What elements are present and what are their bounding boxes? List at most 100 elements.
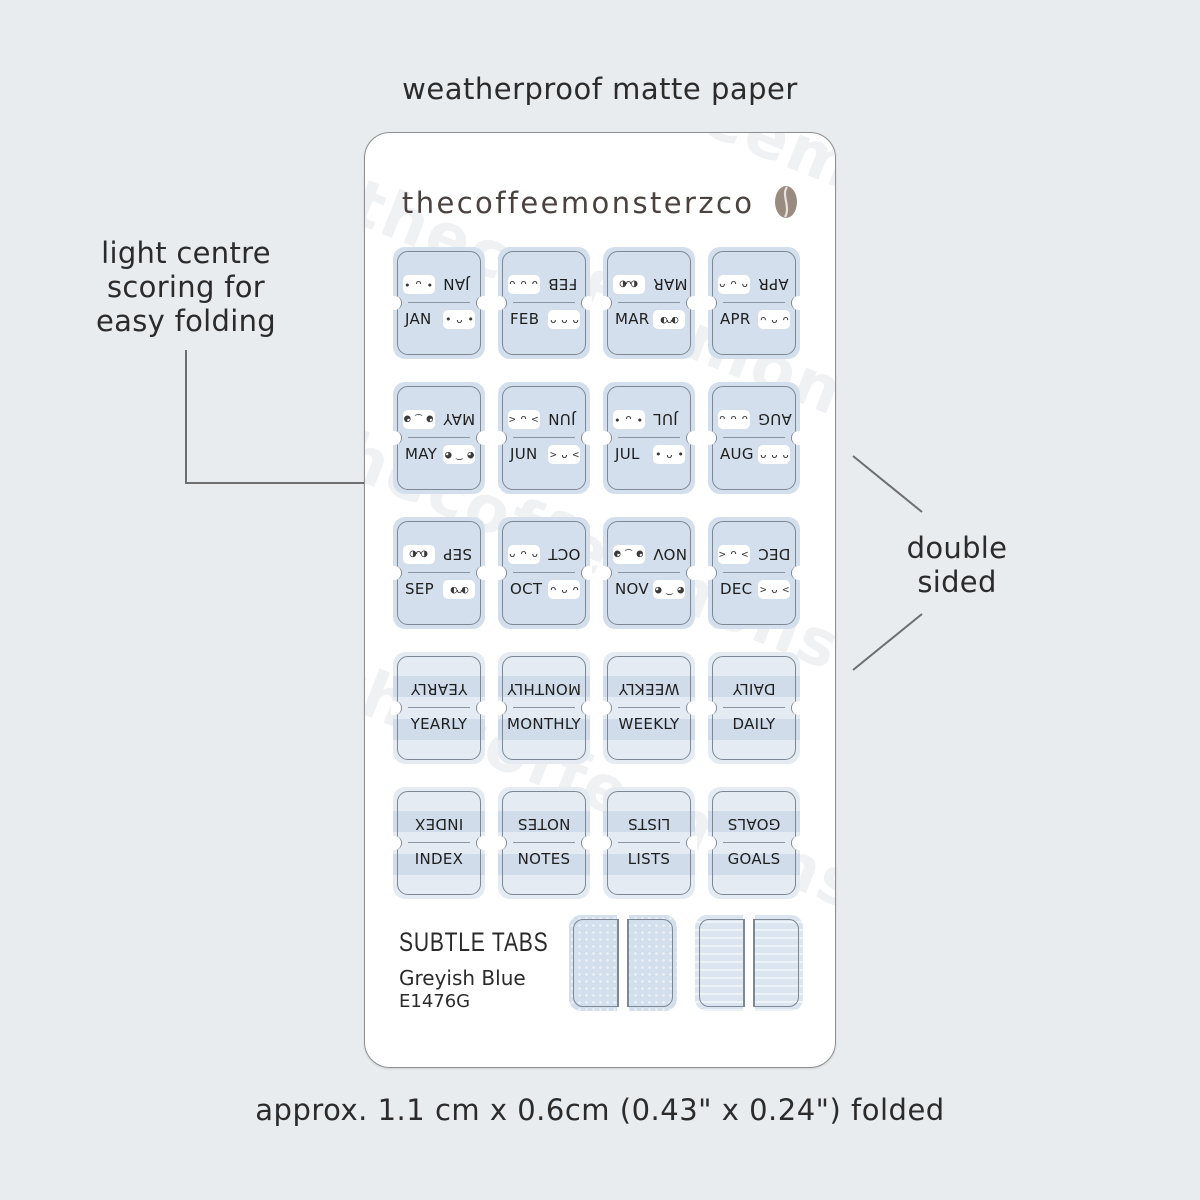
tab-outline bbox=[607, 521, 691, 625]
tab-label: WEEKLY bbox=[618, 715, 680, 733]
fold-line bbox=[618, 437, 680, 438]
tab-label: OCT bbox=[510, 580, 543, 598]
brand-logo: thecoffeemonsterzco bbox=[365, 185, 835, 220]
word-tab[interactable]: INDEX INDEX bbox=[391, 787, 487, 899]
tab-label: MONTHLY bbox=[506, 715, 582, 733]
tab-label-back: DAILY bbox=[732, 680, 776, 698]
tab-label: JAN bbox=[405, 310, 432, 328]
tab-outline bbox=[607, 251, 691, 355]
tab-label: JUL bbox=[615, 445, 640, 463]
tab-outline bbox=[607, 656, 691, 760]
tab-label-back: JUN bbox=[548, 410, 576, 428]
kawaii-face: ◐ᴗ◐ bbox=[613, 275, 645, 294]
fold-gap bbox=[743, 915, 755, 1011]
word-tab[interactable]: YEARLY YEARLY bbox=[391, 652, 487, 764]
notch bbox=[391, 431, 402, 445]
notch bbox=[686, 701, 697, 715]
tab-band bbox=[603, 854, 695, 875]
tab-label-back: GOALS bbox=[727, 815, 781, 833]
sticker-sheet: thecoffeemonsterzco thecoffeemonsterzco … bbox=[364, 132, 836, 1068]
fold-line bbox=[723, 707, 785, 708]
tab-label: NOV bbox=[615, 580, 649, 598]
product-code: E1476G bbox=[399, 991, 471, 1012]
month-tab[interactable]: ᴖ ᴗ ᴖ APR APR ᴖ ᴗ ᴖ bbox=[706, 247, 802, 359]
kawaii-face: > ᴗ < bbox=[718, 545, 750, 564]
blank-tab-lined[interactable] bbox=[695, 915, 803, 1011]
fold-line bbox=[513, 707, 575, 708]
product-color: Greyish Blue bbox=[399, 966, 526, 990]
month-tab[interactable]: ◐ᴗ◐ SEP SEP ◐ᴗ◐ bbox=[391, 517, 487, 629]
tab-label-back: MAY bbox=[443, 410, 476, 428]
kawaii-face: ᴖ ᴗ ᴖ bbox=[508, 545, 540, 564]
month-tab[interactable]: ᴗ ᴗ ᴗ FEB FEB ᴗ ᴗ ᴗ bbox=[496, 247, 592, 359]
month-tab[interactable]: • ᴗ • JUL JUL • ᴗ • bbox=[601, 382, 697, 494]
fold-line bbox=[408, 437, 470, 438]
scoring-note: light centre scoring for easy folding bbox=[90, 236, 282, 338]
kawaii-face: • ᴗ • bbox=[653, 445, 685, 464]
tab-outline bbox=[712, 521, 796, 625]
tab-outline bbox=[397, 386, 481, 490]
month-tab[interactable]: ◕ ‿ ◕ MAY MAY ◕ ‿ ◕ bbox=[391, 382, 487, 494]
kawaii-face: ᴗ ᴗ ᴗ bbox=[758, 445, 790, 464]
kawaii-face: ᴗ ᴗ ᴗ bbox=[508, 275, 540, 294]
tab-outline bbox=[712, 791, 796, 895]
fold-line bbox=[408, 302, 470, 303]
tab-label: SEP bbox=[405, 580, 434, 598]
tab-band bbox=[708, 854, 800, 875]
double-sided-leader-line-bottom bbox=[852, 613, 923, 671]
tab-outline bbox=[712, 656, 796, 760]
notch bbox=[686, 836, 697, 850]
fold-line bbox=[618, 302, 680, 303]
month-tab[interactable]: ◐ᴗ◐ MAR MAR ◐ᴗ◐ bbox=[601, 247, 697, 359]
tab-band bbox=[393, 854, 485, 875]
word-tab[interactable]: MONTHLY MONTHLY bbox=[496, 652, 592, 764]
word-tab[interactable]: GOALS GOALS bbox=[706, 787, 802, 899]
fold-gap bbox=[617, 915, 629, 1011]
month-tab[interactable]: > ᴗ < DEC DEC > ᴗ < bbox=[706, 517, 802, 629]
kawaii-face: ◕ ‿ ◕ bbox=[613, 545, 645, 564]
notch bbox=[476, 431, 487, 445]
notch bbox=[601, 566, 612, 580]
tab-outline bbox=[712, 386, 796, 490]
blank-tab-dotted[interactable] bbox=[569, 915, 677, 1011]
scoring-note-line: scoring for bbox=[107, 270, 265, 304]
month-tab[interactable]: ᴗ ᴗ ᴗ AUG AUG ᴗ ᴗ ᴗ bbox=[706, 382, 802, 494]
tab-label: GOALS bbox=[727, 850, 781, 868]
tab-band bbox=[708, 811, 800, 832]
month-tab[interactable]: > ᴗ < JUN JUN > ᴗ < bbox=[496, 382, 592, 494]
month-tab[interactable]: • ᴗ • JAN JAN • ᴗ • bbox=[391, 247, 487, 359]
notch bbox=[476, 566, 487, 580]
tab-label: NOTES bbox=[517, 850, 571, 868]
notch bbox=[496, 296, 507, 310]
kawaii-face: ᴖ ᴗ ᴖ bbox=[758, 310, 790, 329]
kawaii-face: ᴗ ᴗ ᴗ bbox=[548, 310, 580, 329]
kawaii-face: • ᴗ • bbox=[443, 310, 475, 329]
scoring-note-line: easy folding bbox=[96, 304, 276, 338]
word-tab[interactable]: LISTS LISTS bbox=[601, 787, 697, 899]
notch bbox=[706, 431, 717, 445]
notch bbox=[706, 296, 717, 310]
tab-label-back: AUG bbox=[758, 410, 792, 428]
top-caption: weatherproof matte paper bbox=[402, 72, 798, 106]
notch bbox=[496, 701, 507, 715]
fold-line bbox=[513, 437, 575, 438]
tab-band bbox=[498, 676, 590, 697]
notch bbox=[791, 836, 802, 850]
month-tab[interactable]: ◕ ‿ ◕ NOV NOV ◕ ‿ ◕ bbox=[601, 517, 697, 629]
word-tab[interactable]: DAILY DAILY bbox=[706, 652, 802, 764]
notch bbox=[581, 701, 592, 715]
notch bbox=[706, 701, 717, 715]
month-tab[interactable]: ᴖ ᴗ ᴖ OCT OCT ᴖ ᴗ ᴖ bbox=[496, 517, 592, 629]
tab-band bbox=[393, 719, 485, 740]
word-tab[interactable]: WEEKLY WEEKLY bbox=[601, 652, 697, 764]
tab-label: FEB bbox=[510, 310, 540, 328]
kawaii-face: ◕ ‿ ◕ bbox=[403, 410, 435, 429]
fold-line bbox=[513, 302, 575, 303]
fold-line bbox=[513, 572, 575, 573]
notch bbox=[601, 701, 612, 715]
tab-label-back: JUL bbox=[653, 410, 678, 428]
scoring-note-line: light centre bbox=[101, 236, 271, 270]
size-caption: approx. 1.1 cm x 0.6cm (0.43" x 0.24") f… bbox=[255, 1093, 945, 1127]
tab-label-back: MONTHLY bbox=[506, 680, 582, 698]
word-tab[interactable]: NOTES NOTES bbox=[496, 787, 592, 899]
